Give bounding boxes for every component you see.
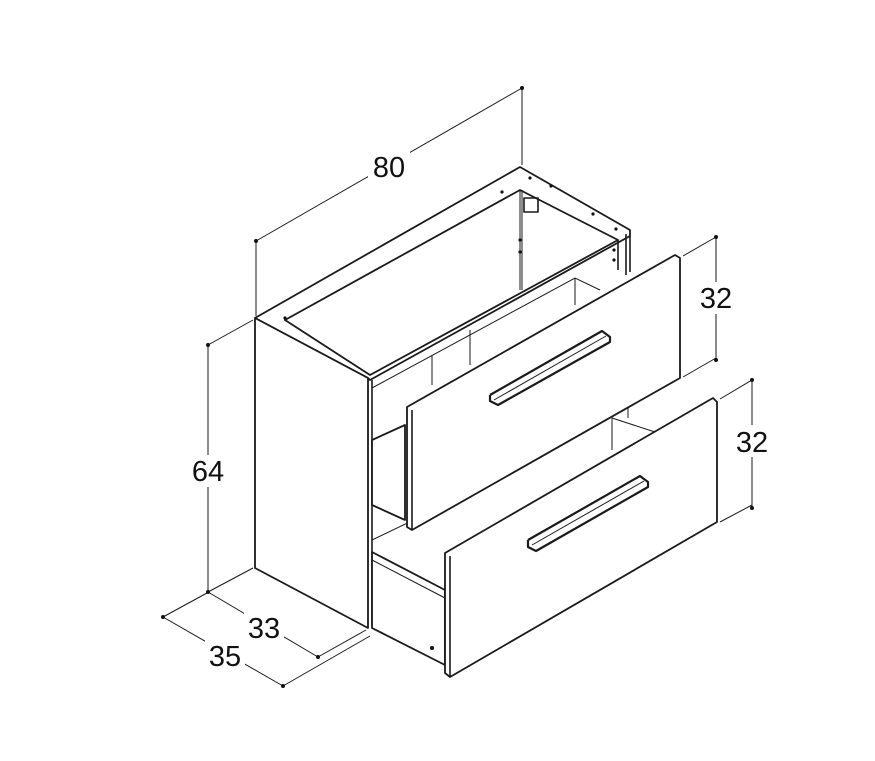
dimension-bottom-drawer: 32 bbox=[719, 378, 772, 523]
width-label: 80 bbox=[373, 152, 405, 184]
left-side-panel bbox=[254, 317, 369, 629]
top-drawer-side bbox=[371, 424, 406, 521]
outer-depth-label: 35 bbox=[209, 641, 241, 673]
dimension-height: 64 bbox=[188, 319, 254, 594]
bottom-drawer-height-label: 32 bbox=[736, 427, 768, 459]
height-label: 64 bbox=[192, 456, 224, 488]
dimension-width: 80 bbox=[254, 86, 524, 316]
top-drawer-height-label: 32 bbox=[700, 283, 732, 315]
bottom-drawer[interactable] bbox=[371, 397, 718, 678]
top-drawer[interactable] bbox=[371, 254, 681, 531]
inner-depth-label: 33 bbox=[248, 613, 280, 645]
top-drawer-front[interactable] bbox=[406, 254, 681, 531]
bottom-drawer-side bbox=[371, 551, 446, 666]
dimension-depth: 33 35 bbox=[161, 591, 371, 688]
bottom-drawer-front[interactable] bbox=[444, 397, 718, 678]
cabinet-body bbox=[254, 166, 656, 629]
top-drawer-handle[interactable] bbox=[488, 329, 612, 407]
dimension-top-drawer: 32 bbox=[682, 235, 736, 378]
hinge-bracket bbox=[523, 197, 539, 213]
bottom-drawer-handle[interactable] bbox=[526, 474, 650, 553]
